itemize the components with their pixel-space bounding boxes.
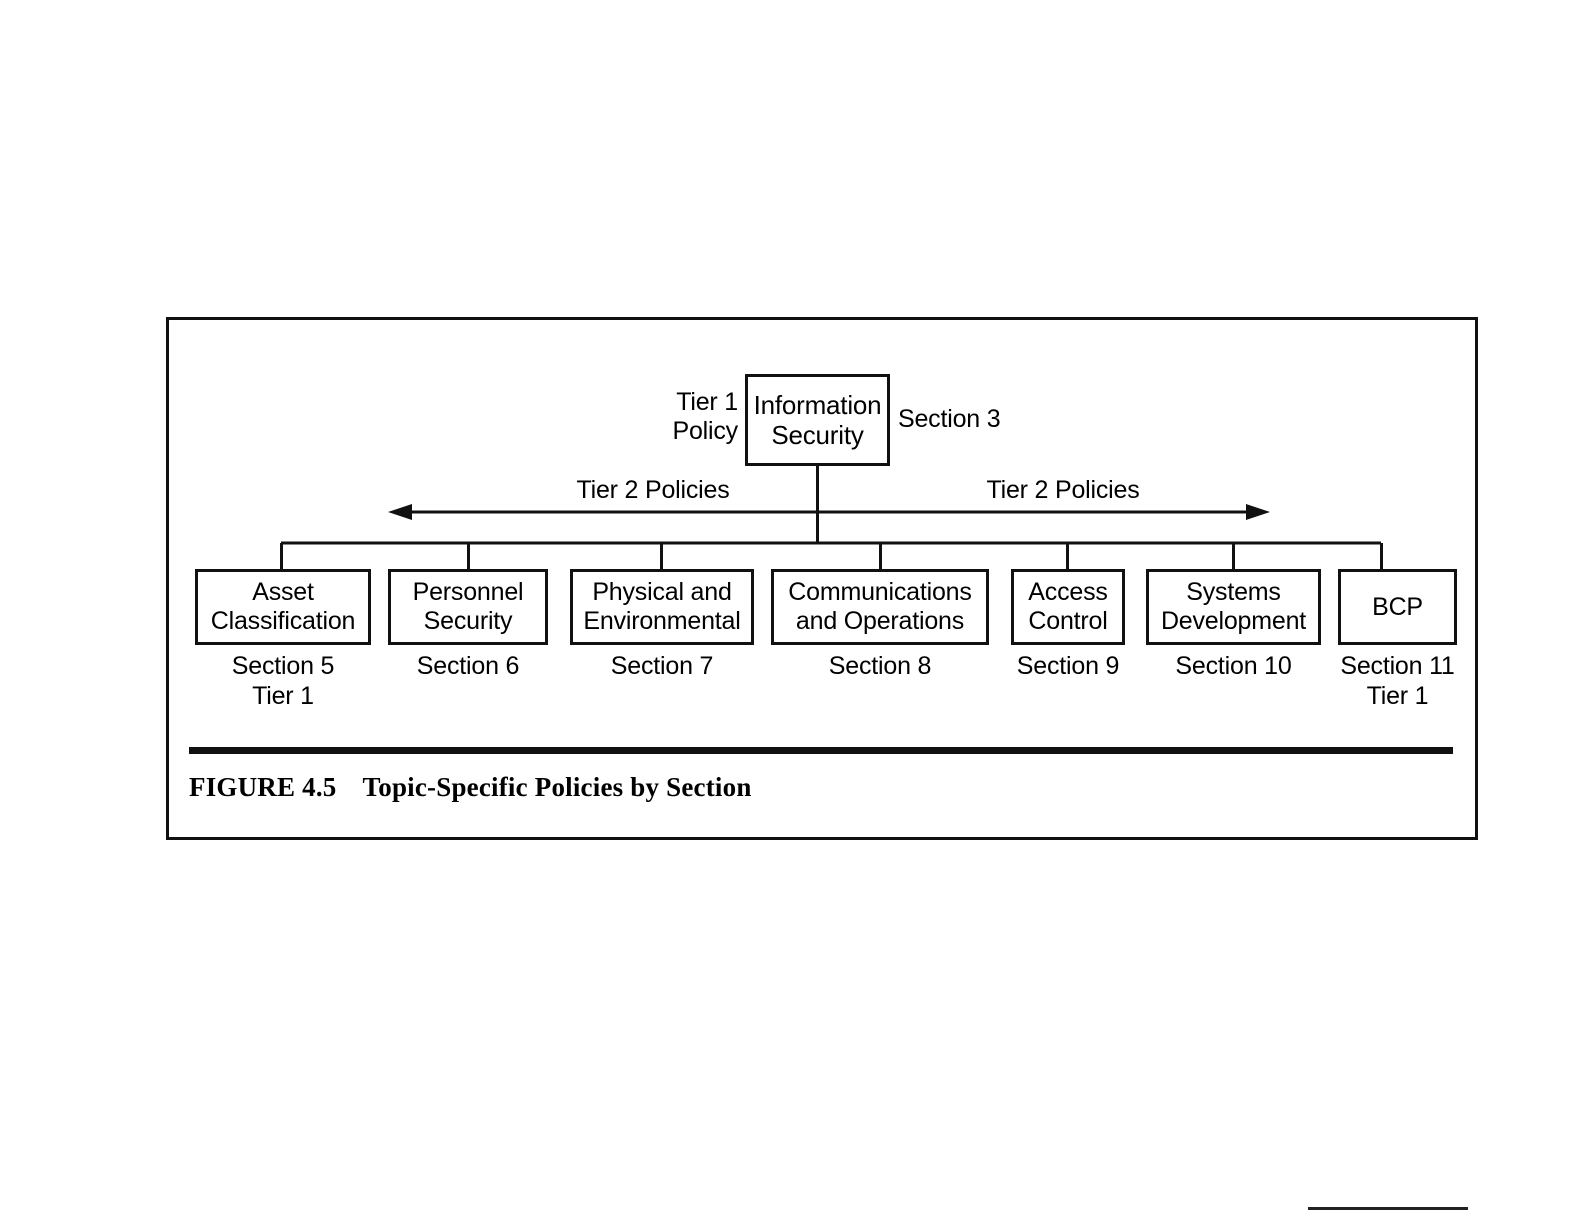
caption-divider-rule <box>189 747 1453 754</box>
root-left-label: Tier 1 Policy <box>672 388 739 445</box>
node-physical-and-environmental[interactable]: Physical and Environmental <box>570 569 754 645</box>
caption-systems-development: Section 10 <box>1175 652 1292 680</box>
node-communications-and-operations[interactable]: Communications and Operations <box>771 569 989 645</box>
node-bcp[interactable]: BCP <box>1338 569 1457 645</box>
figure-caption: FIGURE 4.5 Topic-Specific Policies by Sec… <box>189 772 1453 803</box>
node-personnel-security[interactable]: Personnel Security <box>388 569 548 645</box>
node-information-security[interactable]: Information Security <box>745 374 890 466</box>
root-right-label: Section 3 <box>898 405 1001 433</box>
caption-physical-and-environmental: Section 7 <box>610 652 714 680</box>
node-systems-development[interactable]: Systems Development <box>1146 569 1321 645</box>
tier2-policies-label-left: Tier 2 Policies <box>576 476 730 504</box>
figure-caption-number: FIGURE 4.5 <box>189 772 337 802</box>
figure-caption-title: Topic-Specific Policies by Section <box>362 772 752 802</box>
caption-access-control: Section 9 <box>1016 652 1120 680</box>
figure-frame: Tier 1 Policy Information Security Secti… <box>166 317 1478 840</box>
caption-personnel-security: Section 6 <box>416 652 520 680</box>
caption-asset-classification: Section 5 Tier 1 <box>231 652 335 710</box>
page-bottom-artifact-rule <box>1308 1207 1468 1210</box>
caption-communications-and-operations: Section 8 <box>828 652 932 680</box>
node-asset-classification[interactable]: Asset Classification <box>195 569 371 645</box>
caption-bcp: Section 11 Tier 1 <box>1340 652 1455 710</box>
node-access-control[interactable]: Access Control <box>1011 569 1125 645</box>
tier2-policies-label-right: Tier 2 Policies <box>986 476 1140 504</box>
